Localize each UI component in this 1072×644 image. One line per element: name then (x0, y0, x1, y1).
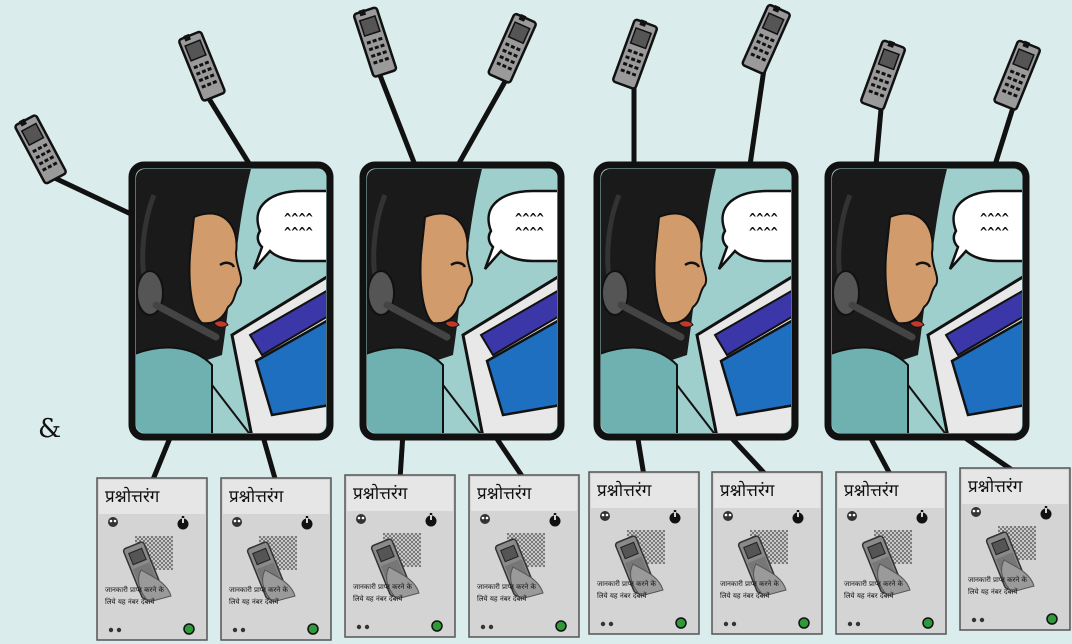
mobile-phone-icon (488, 11, 538, 83)
mobile-phone-icon (742, 2, 792, 74)
info-poster: प्रश्नोत्तरंग जानकारी प्राप्त करने के लिये… (589, 472, 699, 634)
poster-text-line: लिये यह नंबर दबायें (105, 597, 155, 606)
indicator-dot-icon (357, 625, 361, 629)
smiley-icon (847, 511, 857, 521)
indicator-dot-icon (489, 625, 493, 629)
poster-text-line: लिये यह नंबर दबायें (720, 591, 770, 600)
speech-bubble-text: ^^^^ (980, 211, 1009, 225)
indicator-dot-icon (676, 618, 686, 628)
smiley-icon (971, 507, 981, 517)
indicator-dot-icon (556, 621, 566, 631)
speech-bubble-text: ^^^^ (284, 225, 313, 239)
info-poster: प्रश्नोत्तरंग जानकारी प्राप्त करने के लिये… (836, 472, 946, 634)
smiley-icon (600, 511, 610, 521)
operator-panels-group: ^^^^^^^^^^^^^^^^^^^^^^^^^^^^^^^^ (132, 165, 1026, 437)
operator-shoulder (132, 348, 212, 437)
indicator-dot-icon (972, 618, 976, 622)
poster-title: प्रश्नोत्तरंग (844, 480, 899, 501)
poster-text-line: जानकारी प्राप्त करने के (720, 579, 779, 588)
indicator-dot-icon (609, 622, 613, 626)
poster-title: प्रश्नोत्तरंग (353, 483, 408, 504)
smiley-icon (356, 514, 366, 524)
phone-wire (458, 71, 511, 165)
poster-text-line: लिये यह नंबर दबायें (353, 594, 403, 603)
indicator-dot-icon (980, 618, 984, 622)
indicator-dot-icon (856, 622, 860, 626)
operator-panel: ^^^^^^^^ (597, 165, 795, 437)
speech-bubble-text: ^^^^ (749, 225, 778, 239)
indicator-dot-icon (724, 622, 728, 626)
mobile-phones-group (14, 2, 1042, 184)
indicator-dot-icon (481, 625, 485, 629)
poster-text-line: लिये यह नंबर दबायें (229, 597, 279, 606)
poster-text-line: जानकारी प्राप्त करने के (968, 575, 1027, 584)
operator-shoulder (828, 348, 908, 437)
operator-panel: ^^^^^^^^ (363, 165, 561, 437)
indicator-dot-icon (799, 618, 809, 628)
poster-text-line: जानकारी प्राप्त करने के (844, 579, 903, 588)
mobile-phone-icon (353, 5, 397, 77)
indicator-dot-icon (184, 624, 194, 634)
operator-panel: ^^^^^^^^ (828, 165, 1026, 437)
speech-bubble-text: ^^^^ (284, 211, 313, 225)
indicator-dot-icon (117, 628, 121, 632)
poster-text-line: जानकारी प्राप्त करने के (353, 582, 412, 591)
poster-text-line: जानकारी प्राप्त करने के (105, 585, 164, 594)
phone-wire (376, 65, 415, 165)
mobile-phone-icon (994, 38, 1042, 110)
phone-wire (750, 62, 765, 165)
indicator-dot-icon (848, 622, 852, 626)
poster-title: प्रश्नोत्तरंग (477, 483, 532, 504)
poster-text-line: लिये यह नंबर दबायें (597, 591, 647, 600)
poster-text-line: लिये यह नंबर दबायें (968, 587, 1018, 596)
poster-title: प्रश्नोत्तरंग (597, 480, 652, 501)
indicator-dot-icon (1047, 614, 1057, 624)
speech-bubble-text: ^^^^ (515, 225, 544, 239)
info-poster: प्रश्नोत्तरंग जानकारी प्राप्त करने के लिये… (345, 475, 455, 637)
operator-shoulder (597, 348, 677, 437)
indicator-dot-icon (365, 625, 369, 629)
poster-text-line: जानकारी प्राप्त करने के (229, 585, 288, 594)
operator-panel: ^^^^^^^^ (132, 165, 330, 437)
mobile-phone-icon (14, 113, 67, 184)
poster-text-line: जानकारी प्राप्त करने के (477, 582, 536, 591)
poster-title: प्रश्नोत्तरंग (968, 476, 1023, 497)
indicator-dot-icon (308, 624, 318, 634)
indicator-dot-icon (233, 628, 237, 632)
indicator-dot-icon (732, 622, 736, 626)
indicator-dot-icon (109, 628, 113, 632)
smiley-icon (723, 511, 733, 521)
poster-title: प्रश्नोत्तरंग (720, 480, 775, 501)
poster-text-line: जानकारी प्राप्त करने के (597, 579, 656, 588)
operator-shoulder (363, 348, 443, 437)
speech-bubble-text: ^^^^ (980, 225, 1009, 239)
poster-text-line: लिये यह नंबर दबायें (844, 591, 894, 600)
indicator-dot-icon (241, 628, 245, 632)
poster-title: प्रश्नोत्तरंग (229, 486, 284, 507)
speech-bubble-text: ^^^^ (749, 211, 778, 225)
info-poster: प्रश्नोत्तरंग जानकारी प्राप्त करने के लिये… (97, 478, 207, 640)
info-poster: प्रश्नोत्तरंग जानकारी प्राप्त करने के लिये… (960, 468, 1070, 630)
smiley-icon (480, 514, 490, 524)
speech-bubble-text: ^^^^ (515, 211, 544, 225)
posters-group: प्रश्नोत्तरंग जानकारी प्राप्त करने के लिये… (97, 468, 1070, 640)
indicator-dot-icon (432, 621, 442, 631)
mobile-phone-icon (178, 29, 226, 101)
info-poster: प्रश्नोत्तरंग जानकारी प्राप्त करने के लिये… (221, 478, 331, 640)
info-poster: प्रश्नोत्तरंग जानकारी प्राप्त करने के लिये… (469, 475, 579, 637)
poster-text-line: लिये यह नंबर दबायें (477, 594, 527, 603)
smiley-icon (108, 517, 118, 527)
mobile-phone-icon (612, 17, 658, 89)
indicator-dot-icon (923, 618, 933, 628)
phone-wire (203, 89, 250, 165)
poster-title: प्रश्नोत्तरंग (105, 486, 160, 507)
smiley-icon (232, 517, 242, 527)
mobile-phone-icon (860, 38, 906, 110)
info-poster: प्रश्नोत्तरंग जानकारी प्राप्त करने के लिये… (712, 472, 822, 634)
indicator-dot-icon (601, 622, 605, 626)
